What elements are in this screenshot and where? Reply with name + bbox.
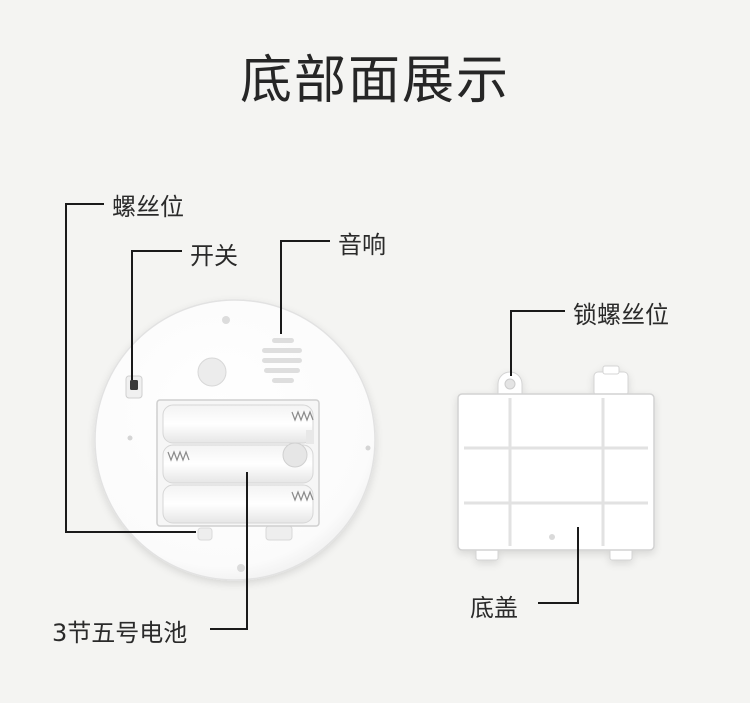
spring-icon [291, 410, 314, 422]
leader-speaker [280, 240, 330, 334]
leader-lock-screw [510, 310, 565, 376]
label-speaker: 音响 [338, 231, 386, 259]
leader-switch [131, 250, 182, 380]
side-dot-icon [365, 445, 371, 451]
leader-cover [538, 527, 579, 604]
label-switch: 开关 [190, 242, 238, 270]
top-dot-icon [222, 316, 230, 324]
bottom-tab-icon [265, 525, 293, 541]
label-bottom-cover: 底盖 [470, 594, 518, 622]
leader-screw [65, 203, 196, 533]
bottom-tab-icon [197, 527, 213, 541]
spring-icon [167, 450, 190, 462]
label-lock-screw-position: 锁螺丝位 [573, 301, 669, 329]
leader-lines [65, 203, 579, 630]
side-dot-icon [127, 435, 133, 441]
page-title: 底部面展示 [239, 51, 510, 111]
bottom-cover [457, 365, 655, 561]
leader-batteries [210, 472, 248, 630]
battery-compartment [156, 399, 320, 527]
side-dot-icon [237, 564, 245, 572]
screw-hole-icon [197, 357, 227, 387]
label-screw-position: 螺丝位 [112, 193, 184, 221]
switch-icon[interactable] [125, 375, 143, 399]
speaker-grille-icon [262, 338, 302, 383]
screw-hole-icon [282, 442, 308, 468]
label-batteries: 3节五号电池 [52, 619, 188, 647]
spring-icon [291, 490, 314, 502]
